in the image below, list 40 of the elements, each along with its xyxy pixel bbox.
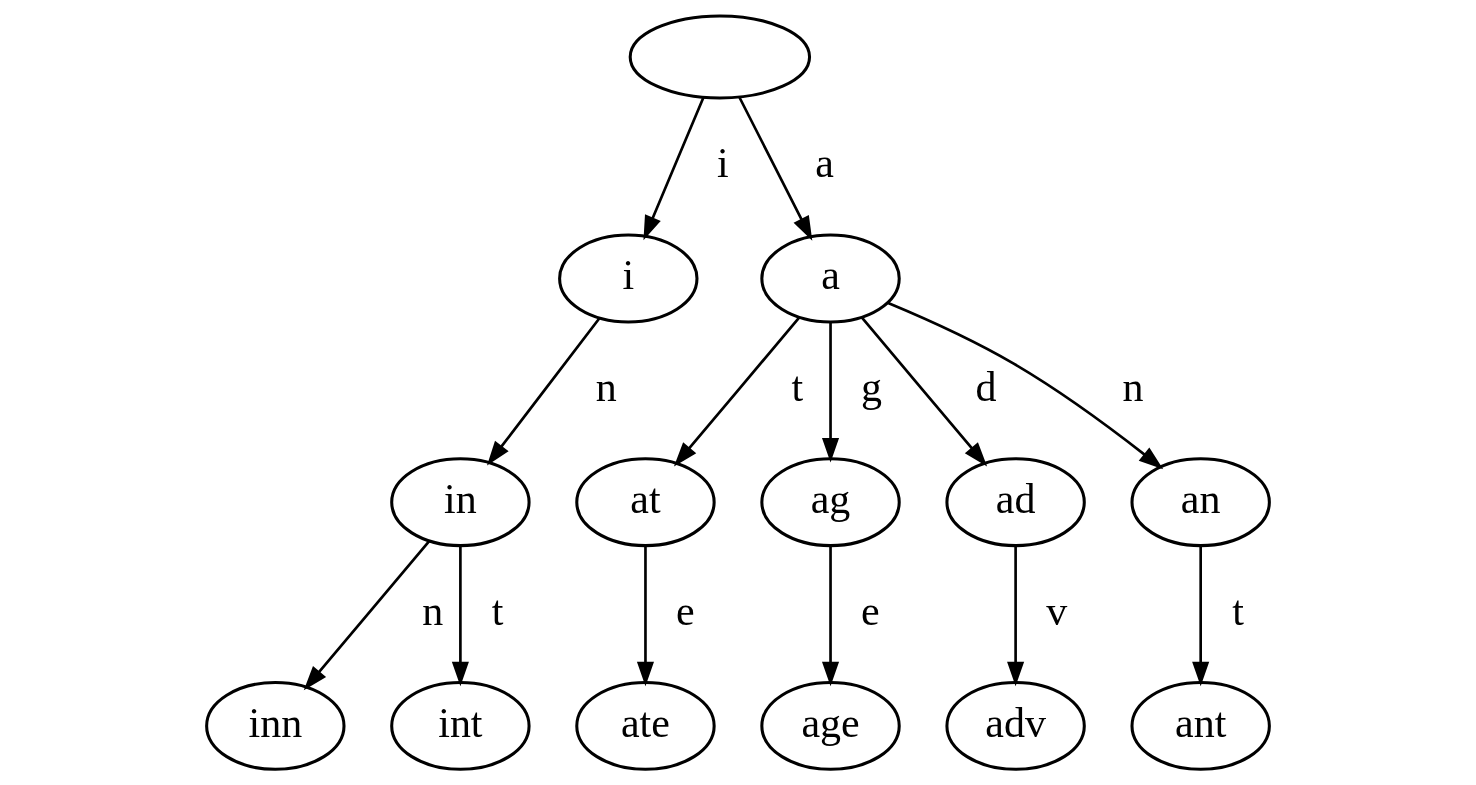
node-ellipse: an [1130,457,1271,548]
arrow [821,545,840,687]
edge-label: i [717,140,729,187]
node-ellipse: i [558,233,699,324]
node-ellipse: ate [575,680,716,771]
node-ellipse: ad [945,457,1086,548]
edge-label: g [861,364,883,411]
node-ellipse: a [760,233,901,324]
edge-label: e [861,587,880,634]
edge-label: n [595,364,617,411]
arrow [451,545,469,687]
edge-label: n [1122,364,1144,411]
edge-label: t [1232,587,1244,634]
node-ellipse: in [390,457,531,548]
node-ellipse: int [390,680,531,771]
arrow [738,96,813,241]
arrow [860,316,988,467]
edge-label: e [675,587,695,634]
edge-label: n [422,587,444,634]
edge-label: t [491,587,504,634]
arrow [887,301,1164,470]
arrow [821,321,840,463]
node-ellipse: inn [205,680,346,771]
arrow [643,97,705,241]
arrow [486,317,601,466]
edge-label: d [975,364,997,411]
arrow [1192,545,1210,687]
node-ellipse: age [760,680,901,771]
edge-label: t [791,364,804,411]
arrow [673,316,801,467]
node-ellipse: adv [945,680,1086,771]
node-ellipse: at [575,457,716,548]
node-ellipse: ag [760,457,901,548]
arrow [1007,545,1025,687]
edge-label: a [815,140,834,187]
node-ellipse [628,14,812,100]
arrow [303,540,431,691]
arrow [636,545,655,687]
node-ellipse: ant [1130,680,1271,771]
edge-label: v [1046,587,1068,634]
